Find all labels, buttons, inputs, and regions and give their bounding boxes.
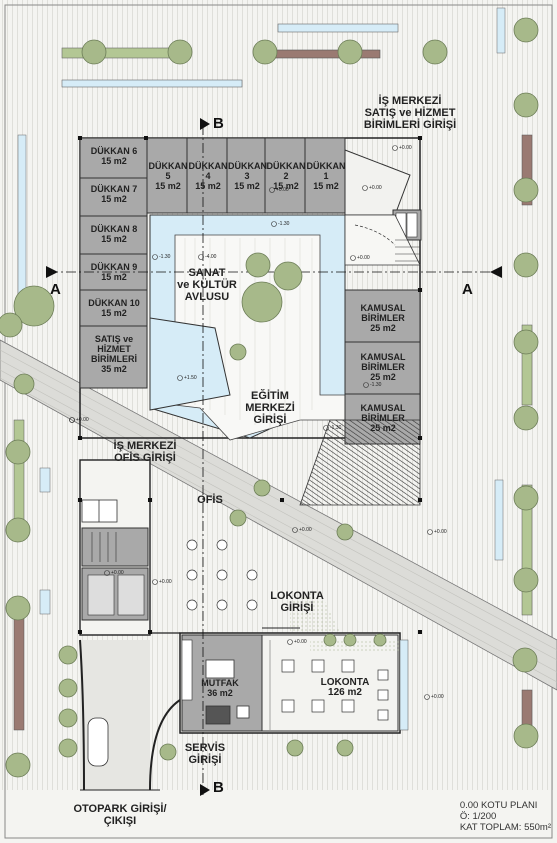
stairs-ramp	[299, 419, 421, 506]
level-8: -1.30	[370, 382, 382, 388]
office-label: OFİS	[197, 494, 223, 506]
outdoor-tables	[186, 539, 258, 611]
water-strip-top	[277, 23, 399, 33]
level-10: +0.00	[357, 255, 370, 261]
trees	[0, 17, 539, 778]
section-a-right: A	[462, 281, 473, 298]
diagonal-road	[0, 339, 557, 691]
title-block: 0.00 KOTU PLANI Ö: 1/200 KAT TOPLAM: 550…	[459, 800, 551, 833]
level-7: +1.50	[184, 375, 197, 381]
left-shops	[79, 137, 148, 389]
site-boundary	[4, 4, 553, 839]
restaurant-tables	[281, 659, 389, 721]
level-1: +0.00	[399, 145, 412, 151]
level-17: +0.00	[159, 579, 172, 585]
level-5: -1.30	[330, 425, 342, 431]
level-markers	[69, 145, 433, 700]
road-lines	[0, 349, 557, 683]
level-12: +0.00	[299, 527, 312, 533]
water-strip-top2	[61, 79, 243, 88]
level-2: -1.30	[278, 221, 290, 227]
level-15: +0.00	[294, 639, 307, 645]
level-14: +0.00	[111, 570, 124, 576]
level-9: +0.00	[276, 187, 289, 193]
section-b-top: B	[213, 115, 224, 132]
level-11: +0.00	[76, 417, 89, 423]
parking-entry-label: OTOPARK GİRİŞİ/ÇIKIŞI	[73, 803, 167, 827]
level-13: +0.00	[434, 529, 447, 535]
level-3: -1.30	[159, 254, 171, 260]
section-b-bottom: B	[213, 779, 224, 796]
section-a-left: A	[50, 281, 61, 298]
level-4: -4.00	[205, 254, 217, 260]
courtyard-pool	[149, 317, 231, 411]
level-6: +0.00	[369, 185, 382, 191]
car	[87, 717, 109, 767]
level-16: +0.00	[431, 694, 444, 700]
